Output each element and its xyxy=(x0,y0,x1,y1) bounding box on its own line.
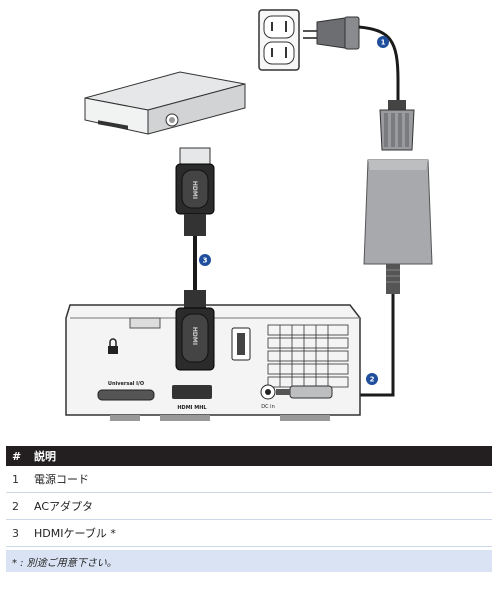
row-label: ACアダプタ xyxy=(34,500,94,513)
hdmi-plug-bottom: HDMI xyxy=(175,290,215,371)
table-row: 3 HDMIケーブル * xyxy=(6,520,492,547)
hdmi-plug-top: HDMI xyxy=(175,147,215,290)
hdmi-port-label: HDMI MHL xyxy=(177,405,207,411)
footnote: * : 別途ご用意下さい。 xyxy=(6,550,492,572)
row-label: HDMIケーブル * xyxy=(34,527,116,540)
callout-2-label: 2 xyxy=(370,376,375,384)
row-num: 2 xyxy=(12,499,19,513)
media-player-device xyxy=(84,71,246,135)
row-num: 1 xyxy=(12,472,19,486)
power-plug xyxy=(303,16,400,100)
row-num: 3 xyxy=(12,526,19,540)
callout-2: 2 xyxy=(366,373,378,385)
dc-plug xyxy=(276,385,333,399)
universal-io-label: Universal I/O xyxy=(108,381,144,387)
parts-table: # 説明 1 電源コード 2 ACアダプタ 3 HDMIケーブル * * : 別… xyxy=(6,446,492,572)
wall-outlet xyxy=(258,9,300,71)
table-header: # 説明 xyxy=(6,446,492,466)
dc-in-label: DC in xyxy=(261,404,275,410)
header-num: # xyxy=(12,449,22,463)
iec-connector xyxy=(379,100,415,151)
callout-1: 1 xyxy=(377,36,389,48)
connection-diagram: HDMI Universal I/O HDMI MHL xyxy=(65,9,433,421)
table-row: 2 ACアダプタ xyxy=(6,493,492,520)
callout-3: 3 xyxy=(199,254,211,266)
row-label: 電源コード xyxy=(34,473,89,486)
svg-text:HDMI: HDMI xyxy=(191,327,198,345)
callout-1-label: 1 xyxy=(381,39,386,47)
header-label: 説明 xyxy=(34,450,56,463)
table-row: 1 電源コード xyxy=(6,466,492,493)
callout-3-label: 3 xyxy=(203,257,208,265)
svg-text:HDMI: HDMI xyxy=(191,181,198,199)
